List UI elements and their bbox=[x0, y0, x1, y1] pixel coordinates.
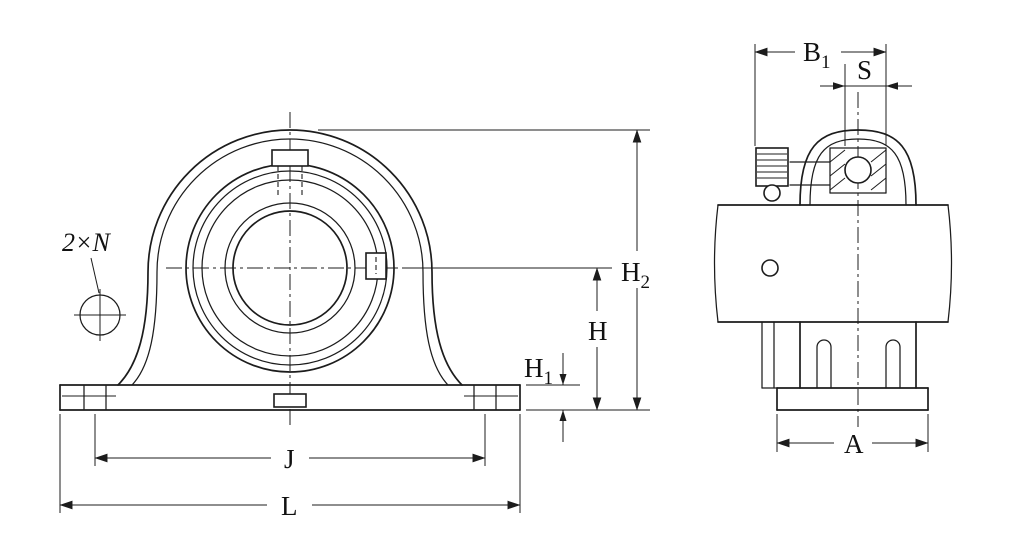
label-mask-L bbox=[267, 488, 312, 521]
side-housing-bottom bbox=[761, 259, 929, 411]
side-housing-top bbox=[755, 129, 917, 206]
rib-slot-right bbox=[885, 339, 901, 389]
dim-label-L: L bbox=[281, 491, 298, 521]
hatch-6 bbox=[870, 177, 887, 191]
hatch-4 bbox=[870, 149, 887, 163]
hatch-3 bbox=[829, 177, 846, 191]
outer-ring-circle bbox=[192, 170, 388, 366]
dim-label-S: S bbox=[857, 55, 872, 85]
front-dimensions: H2 H H1 J L bbox=[59, 129, 659, 521]
inner-ring-circle bbox=[224, 202, 356, 334]
bottom-lug bbox=[273, 393, 307, 408]
S-arrow-left bbox=[886, 82, 898, 90]
side-view: B1 S A bbox=[713, 33, 953, 459]
label-mask-H bbox=[577, 311, 617, 347]
side-dimensions: B1 S A bbox=[754, 33, 929, 459]
bearing-ball bbox=[844, 156, 872, 184]
label-mask-H2 bbox=[613, 251, 659, 288]
label-mask-B1 bbox=[795, 33, 841, 64]
cap-outer-profile bbox=[799, 129, 917, 206]
hatch-5 bbox=[870, 163, 887, 177]
hatch-2 bbox=[829, 163, 846, 177]
dim-label-H: H bbox=[588, 316, 608, 346]
bolt-hole-callout: 2×N bbox=[62, 228, 126, 341]
setscrew-head bbox=[763, 184, 781, 202]
housing-features bbox=[271, 149, 387, 280]
shaft bbox=[713, 204, 953, 323]
label-mask-A bbox=[834, 427, 872, 459]
shaft-left-end bbox=[713, 204, 719, 323]
label-mask-J bbox=[271, 441, 309, 474]
dim-label-B1: B1 bbox=[803, 37, 831, 73]
rib-slot-left bbox=[816, 339, 832, 389]
hole-count-callout-label: 2×N bbox=[62, 228, 112, 257]
callout-leader-line bbox=[90, 257, 100, 294]
grease-hole bbox=[761, 259, 779, 277]
base-flange bbox=[59, 384, 521, 411]
dim-label-H2: H2 bbox=[621, 257, 650, 293]
dim-label-J: J bbox=[284, 444, 295, 474]
H1-arrow-down bbox=[559, 374, 567, 385]
cap-inner-profile bbox=[809, 138, 907, 206]
dome-inner-profile bbox=[131, 138, 449, 386]
top-lug bbox=[271, 149, 309, 167]
S-arrow-right bbox=[833, 82, 845, 90]
hatch-1 bbox=[829, 149, 846, 163]
H1-arrow-up bbox=[559, 410, 567, 421]
dim-label-H1: H1 bbox=[524, 353, 553, 389]
front-view: 2×N H2 H H1 J bbox=[59, 112, 659, 521]
shaft-bore-circle bbox=[232, 210, 348, 326]
front-centerlines bbox=[166, 112, 414, 428]
shaft-right-end bbox=[947, 204, 953, 323]
dome-outer-profile bbox=[117, 129, 463, 386]
dim-label-A: A bbox=[844, 429, 864, 459]
